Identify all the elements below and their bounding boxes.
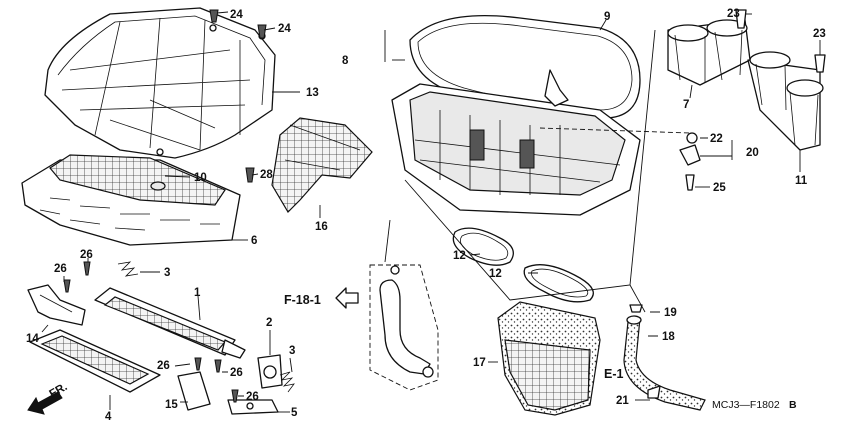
callout-24a: 24 [230, 9, 243, 21]
callout-9: 9 [604, 11, 610, 23]
callout-7: 7 [683, 99, 689, 111]
filter-slide-plate [94, 287, 246, 359]
callout-16: 16 [315, 221, 328, 233]
e1-reference: E-1 [604, 367, 624, 381]
callout-12b: 12 [489, 268, 502, 280]
callout-17: 17 [473, 357, 486, 369]
case-outline [404, 29, 656, 301]
callout-10: 10 [194, 172, 207, 184]
callout-26a: 26 [54, 263, 67, 275]
callout-26c: 26 [157, 360, 170, 372]
breather-fitting [679, 9, 826, 191]
air-cleaner-case [384, 30, 691, 216]
cam-and-springs [117, 261, 295, 393]
diagram-code-suffix: B [789, 399, 797, 411]
callout-4: 4 [105, 411, 112, 423]
front-arrow-icon [27, 391, 63, 415]
callout-12a: 12 [453, 250, 466, 262]
intake-funnels [667, 19, 824, 151]
callout-24b: 24 [278, 23, 291, 35]
callout-18: 18 [662, 331, 675, 343]
callout-15: 15 [165, 399, 178, 411]
air-cleaner-cover [44, 7, 276, 159]
callout-28: 28 [260, 169, 273, 181]
callout-25: 25 [713, 182, 726, 194]
callout-8: 8 [342, 55, 349, 67]
callout-21: 21 [616, 395, 629, 407]
callout-6: 6 [251, 235, 257, 247]
leader-lines [41, 11, 821, 413]
callout-26d: 26 [230, 367, 243, 379]
callout-13: 13 [306, 87, 319, 99]
seal-rings [452, 227, 594, 303]
callout-22: 22 [710, 133, 723, 145]
callout-3a: 3 [164, 267, 170, 279]
callout-5: 5 [291, 407, 298, 419]
diagram-code: MCJ3—F1802 [712, 399, 780, 411]
air-duct [271, 117, 373, 213]
callout-23b: 23 [813, 28, 826, 40]
callout-11: 11 [795, 175, 808, 187]
callout-2: 2 [266, 317, 272, 329]
lever-bracket [177, 371, 279, 415]
drain-hose-detail [369, 219, 439, 391]
callout-1: 1 [194, 287, 201, 299]
drain-hose [623, 304, 706, 411]
callout-26e: 26 [246, 391, 259, 403]
callout-26b: 26 [80, 249, 93, 261]
f18-reference: F-18-1 [284, 293, 321, 307]
front-label: FR. [48, 381, 70, 401]
callout-14: 14 [26, 333, 39, 345]
air-filter-element [497, 301, 601, 416]
lower-cover-plate [21, 154, 241, 246]
callout-19: 19 [664, 307, 677, 319]
side-bracket [27, 284, 86, 326]
reference-arrow-icon [335, 287, 359, 309]
callout-3b: 3 [289, 345, 295, 357]
lower-frame [29, 329, 161, 393]
callout-23a: 23 [727, 8, 740, 20]
callout-20: 20 [746, 147, 759, 159]
